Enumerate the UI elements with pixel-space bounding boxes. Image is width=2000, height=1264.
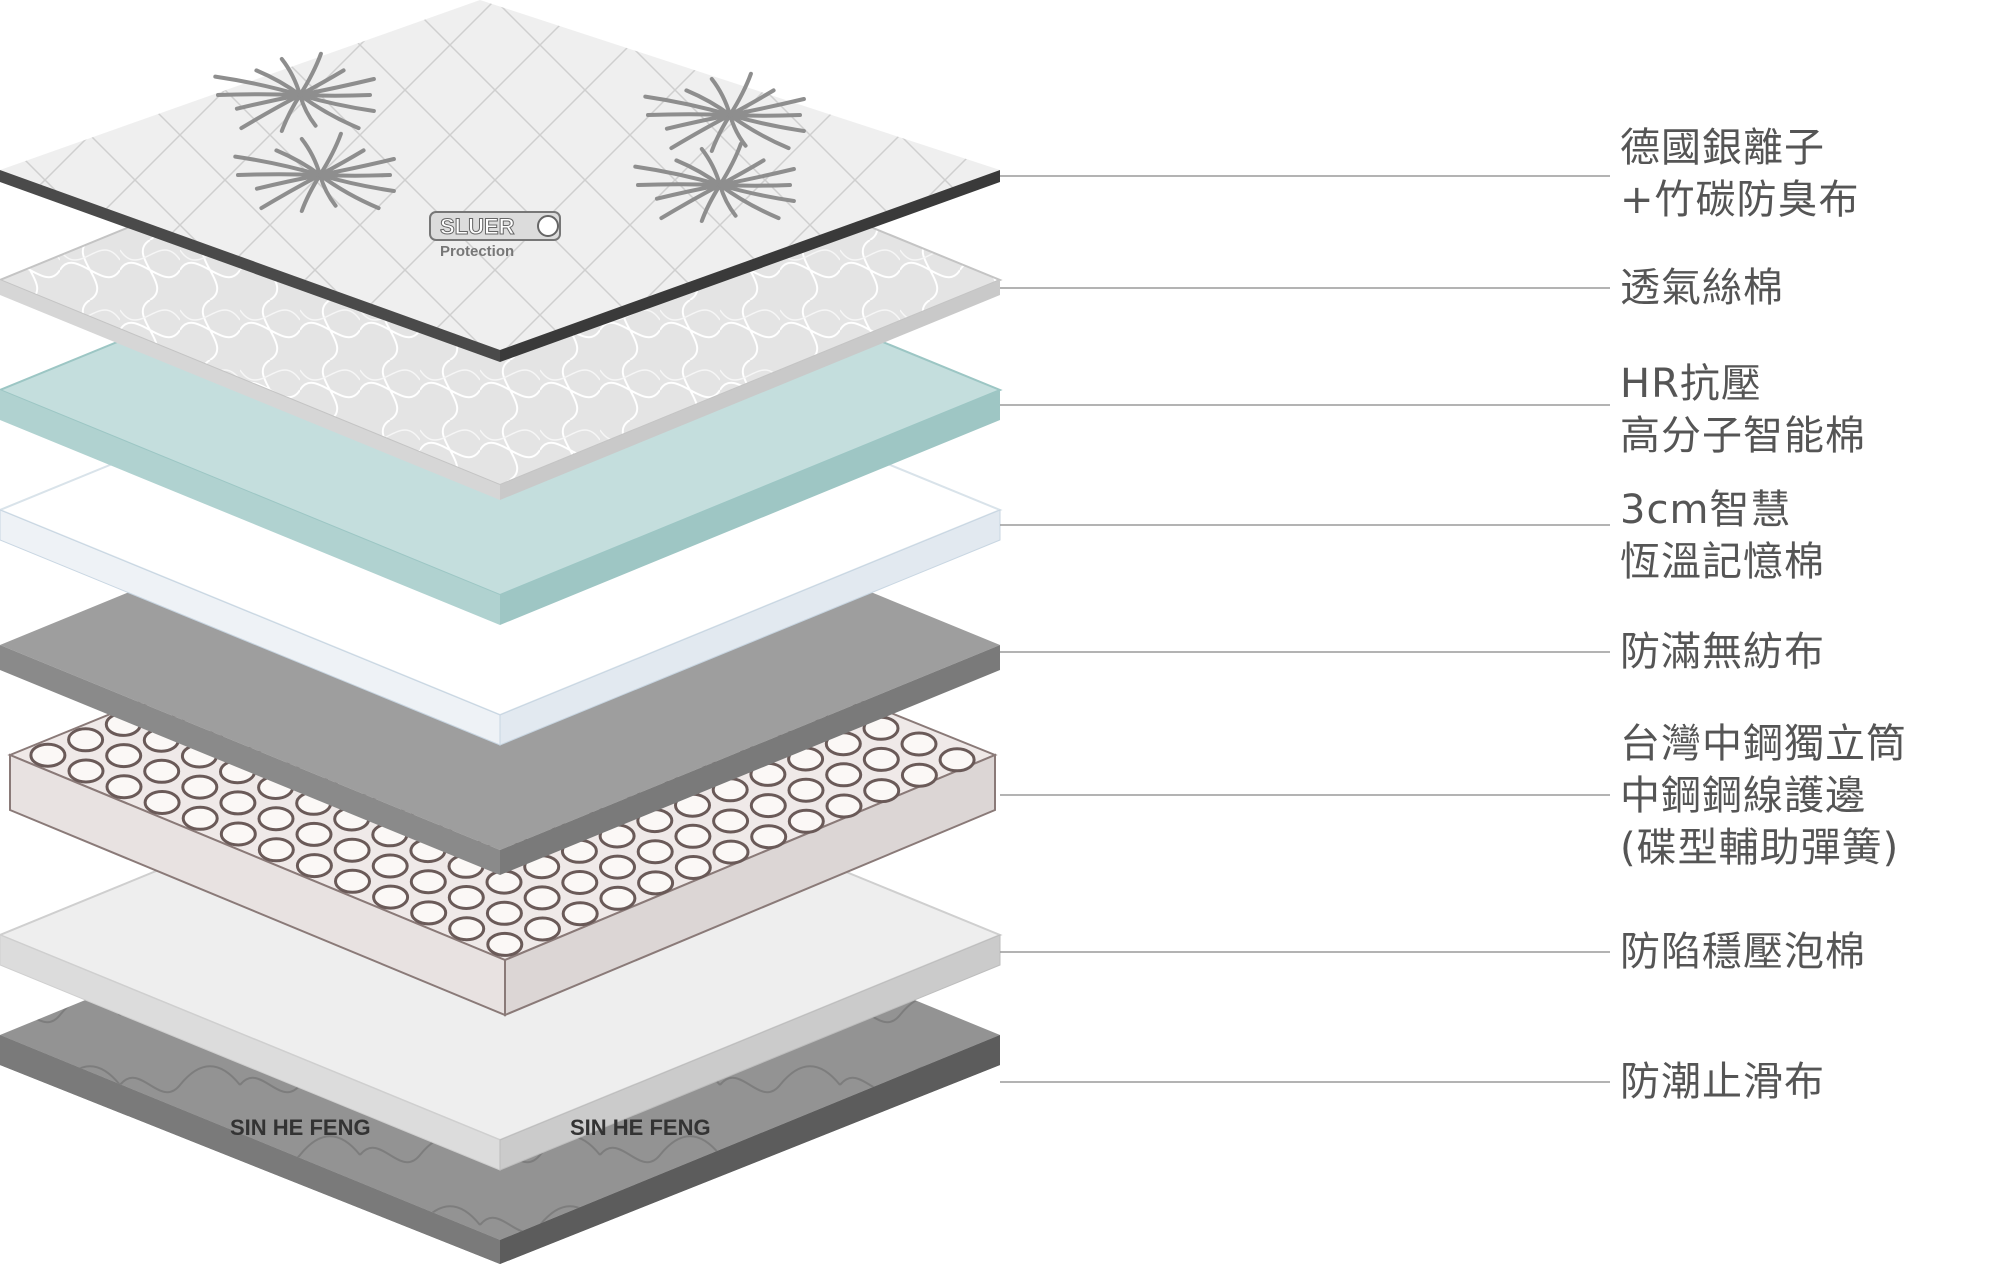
- spring-coil: [749, 793, 787, 819]
- spring-coil: [219, 790, 257, 816]
- flower-motif: [633, 141, 796, 223]
- leader-lines: [1000, 175, 1610, 1083]
- spring-coil: [409, 869, 447, 895]
- spring-coil: [372, 884, 410, 910]
- spring-coil: [561, 870, 599, 895]
- label-cover: 德國銀離子 +竹碳防臭布: [1620, 122, 1860, 226]
- label-antislip: 防潮止滑布: [1620, 1056, 1825, 1108]
- label-silk-line-1: 透氣絲棉: [1620, 265, 1784, 311]
- spring-coil: [105, 743, 143, 769]
- flower-motif: [643, 71, 806, 153]
- layer-cover: SLUER Protection: [0, 0, 1000, 362]
- spring-coil: [485, 900, 523, 926]
- spring-coil: [825, 793, 863, 819]
- label-hr-foam-line-1: HR抗壓: [1620, 361, 1762, 407]
- cover-logo-sub: Protection: [440, 243, 514, 260]
- cover-logo-box: [429, 211, 561, 241]
- spring-coil: [67, 758, 105, 784]
- spring-coil: [637, 870, 675, 896]
- spring-coil: [295, 821, 333, 847]
- label-nonwoven: 防滿無紡布: [1620, 626, 1825, 678]
- label-hr-foam: HR抗壓 高分子智能棉: [1620, 358, 1866, 462]
- label-base-foam-line-1: 防陷穩壓泡棉: [1620, 929, 1866, 975]
- spring-coil: [371, 853, 409, 879]
- brand-mark-right: SIN HE FENG: [570, 1115, 711, 1140]
- spring-coil: [674, 855, 712, 880]
- spring-coil: [29, 742, 67, 768]
- spring-coil: [712, 808, 750, 834]
- spring-coil: [67, 727, 105, 753]
- label-springs-line-3: (碟型輔助彈簧): [1620, 825, 1900, 871]
- label-silk: 透氣絲棉: [1620, 262, 1784, 314]
- spring-coil: [485, 869, 523, 895]
- label-springs-line-1: 台灣中鋼獨立筒: [1620, 721, 1907, 767]
- flower-motif: [213, 51, 376, 133]
- label-cover-line-2: +竹碳防臭布: [1620, 177, 1860, 223]
- spring-coil: [862, 746, 900, 772]
- spring-coil: [938, 747, 976, 773]
- spring-coil: [333, 837, 371, 863]
- label-springs: 台灣中鋼獨立筒 中鋼鋼線護邊 (碟型輔助彈簧): [1620, 718, 1907, 874]
- spring-coil: [447, 885, 485, 910]
- label-nonwoven-line-1: 防滿無紡布: [1620, 629, 1825, 675]
- spring-coil: [863, 778, 901, 804]
- spring-coil: [674, 823, 712, 849]
- spring-coil: [561, 901, 599, 927]
- spring-coil: [524, 916, 561, 942]
- flower-motif: [233, 131, 396, 213]
- spring-coil: [900, 762, 938, 788]
- cover-logo-plus-icon: [537, 215, 559, 237]
- cover-flower-motifs: [213, 51, 806, 223]
- spring-coil: [410, 900, 448, 926]
- label-springs-line-2: 中鋼鋼線護邊: [1620, 773, 1866, 819]
- spring-coil: [523, 885, 561, 911]
- label-hr-foam-line-2: 高分子智能棉: [1620, 413, 1866, 459]
- label-memory-line-2: 恆溫記憶棉: [1620, 539, 1825, 585]
- spring-coil: [143, 790, 181, 815]
- spring-coil: [219, 821, 257, 847]
- label-cover-line-1: 德國銀離子: [1620, 125, 1825, 171]
- spring-coil: [599, 885, 637, 911]
- spring-coil: [257, 837, 295, 863]
- spring-coil: [599, 854, 636, 880]
- spring-coil: [712, 839, 750, 865]
- spring-coil: [181, 774, 219, 800]
- spring-coil: [636, 839, 674, 865]
- spring-coil: [787, 777, 825, 803]
- label-base-foam: 防陷穩壓泡棉: [1620, 926, 1866, 978]
- spring-coil: [448, 916, 486, 942]
- spring-coil: [181, 805, 219, 831]
- spring-coil: [750, 824, 788, 850]
- spring-coil: [825, 762, 863, 788]
- cover-logo: SLUER: [440, 214, 515, 239]
- spring-coil: [295, 853, 333, 879]
- spring-coil: [257, 806, 295, 832]
- spring-coil: [900, 731, 938, 757]
- label-memory-line-1: 3cm智慧: [1620, 487, 1792, 533]
- brand-mark-left: SIN HE FENG: [230, 1115, 371, 1140]
- label-memory: 3cm智慧 恆溫記憶棉: [1620, 484, 1825, 588]
- spring-coil: [787, 808, 825, 834]
- spring-coil: [486, 931, 524, 957]
- label-antislip-line-1: 防潮止滑布: [1620, 1059, 1825, 1105]
- spring-coil: [105, 774, 143, 800]
- spring-coil: [334, 868, 371, 894]
- spring-coil: [143, 758, 181, 784]
